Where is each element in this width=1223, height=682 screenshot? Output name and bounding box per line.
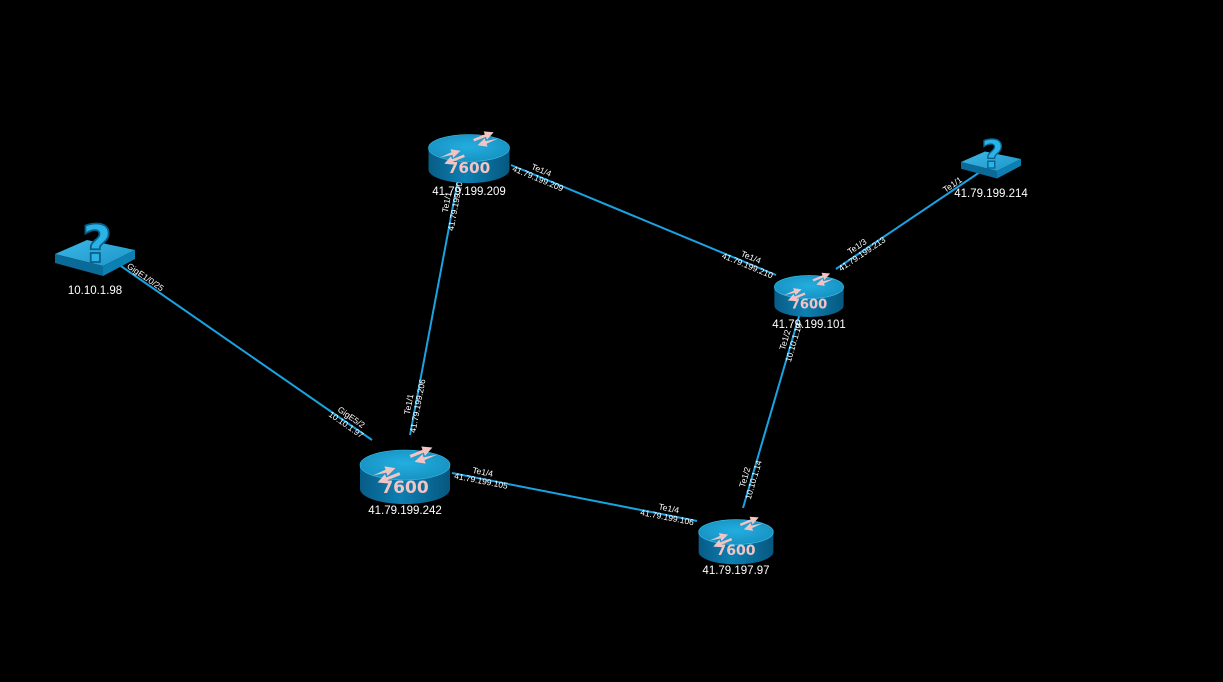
interface-label-r242-r197-from: Te1/441.79.199.105 [453,465,509,491]
router-arrows [439,131,499,165]
interface-label-r209-r101-from: Te1/441.79.199.209 [511,161,565,193]
node-r101[interactable]: 7600 41.79.199.101 [772,270,846,331]
interface-label-r209-r242-to: Te1/141.79.199.206 [402,378,428,434]
svg-text:?: ? [82,215,112,275]
svg-text:?: ? [981,133,1004,178]
node-address-label: 10.10.1.98 [68,285,122,297]
node-address-label: 41.79.199.101 [772,319,846,331]
interface-label-u98-r242-from: GigE1/0/25 [125,261,166,294]
interface-label-r242-r197-to: Te1/441.79.199.106 [640,501,696,527]
node-u214[interactable]: ? 41.79.199.214 [954,132,1028,200]
interface-label-r101-r197-to: Te1/210.10.1.14 [737,459,764,501]
interface-label-r209-r242-from: Te1/141.79.199.205 [440,176,466,232]
interface-name: GigE1/0/25 [125,261,166,294]
router-arrows [709,516,763,548]
link-u98-r242[interactable] [117,263,373,441]
node-address-label: 41.79.199.214 [954,188,1028,200]
router-arrows [372,446,438,484]
interface-name: Te1/1 [440,191,454,214]
interface-label-u214-r101-to: Te1/341.79.199.213 [837,234,888,273]
link-r101-r197[interactable] [742,312,801,509]
interface-name: Te1/1 [402,393,416,416]
node-address-label: 41.79.199.242 [368,505,442,517]
node-r209[interactable]: 7600 41.79.199.209 [428,128,510,198]
node-r242[interactable]: 7600 41.79.199.242 [359,443,451,517]
router-model-label: 7600 [448,159,491,177]
node-r197[interactable]: 7600 41.79.197.97 [698,514,774,577]
interface-labels-layer: GigE1/0/25GigE5/210.10.1.97Te1/141.79.19… [125,161,964,527]
router-model-label: 7600 [791,297,827,312]
interface-label-r209-r101-to: Te1/441.79.199.210 [721,248,775,280]
node-address-label: 41.79.199.209 [432,186,506,198]
router-icon [428,131,510,184]
node-u98[interactable]: ? 10.10.1.98 [55,214,135,297]
router-icon [774,272,844,318]
router-icon [359,446,451,504]
interface-name: Te1/4 [472,465,495,479]
nodes-layer: 7600 41.79.199.209 7600 41.79.199.101 7600 41… [55,128,1028,577]
router-model-label: 7600 [716,543,755,559]
router-icon [698,516,774,565]
router-model-label: 7600 [381,478,428,498]
unknown-device-icon: ? [55,214,135,276]
router-arrows [784,272,834,302]
node-address-label: 41.79.197.97 [702,565,769,577]
link-r209-r101[interactable] [510,164,777,276]
links-layer [117,164,981,522]
link-u214-r101[interactable] [835,171,981,270]
interface-name: Te1/4 [658,501,681,515]
link-r209-r242[interactable] [409,173,460,436]
unknown-device-icon: ? [961,132,1021,179]
link-r242-r197[interactable] [451,472,698,522]
